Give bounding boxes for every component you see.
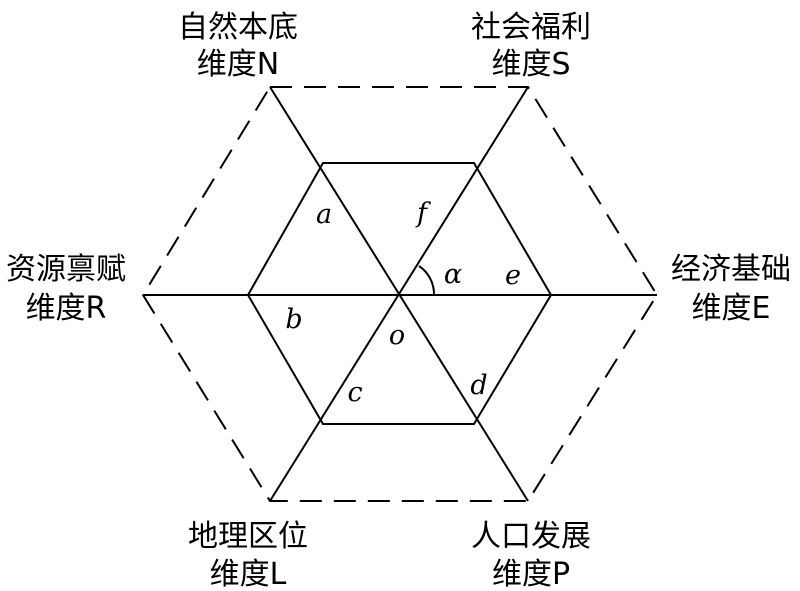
dimension-r-line2: 维度R [26,291,107,326]
region-c-label: c [347,377,362,408]
dimension-r-line1: 资源禀赋 [6,252,126,287]
angle-alpha-label: α [444,259,462,290]
dimension-e-line1: 经济基础 [671,252,791,287]
region-f-label: f [415,198,431,229]
dimension-n-line2: 维度N [197,47,279,82]
region-e-label: e [505,260,521,291]
dimension-l-line1: 地理区位 [188,519,308,554]
dimension-p-line1: 人口发展 [471,519,591,554]
dimension-l-line2: 维度L [210,557,287,591]
dimension-p-line2: 维度P [492,557,570,591]
dimension-e-line2: 维度E [692,291,771,326]
dimension-s-line1: 社会福利 [471,10,591,45]
region-b-label: b [285,304,302,335]
angle-arc [418,265,436,296]
center-o-label: o [389,320,405,351]
dimension-n-line1: 自然本底 [178,10,298,45]
dimension-s-line2: 维度S [491,47,570,82]
region-d-label: d [470,370,487,401]
region-a-label: a [316,199,332,230]
